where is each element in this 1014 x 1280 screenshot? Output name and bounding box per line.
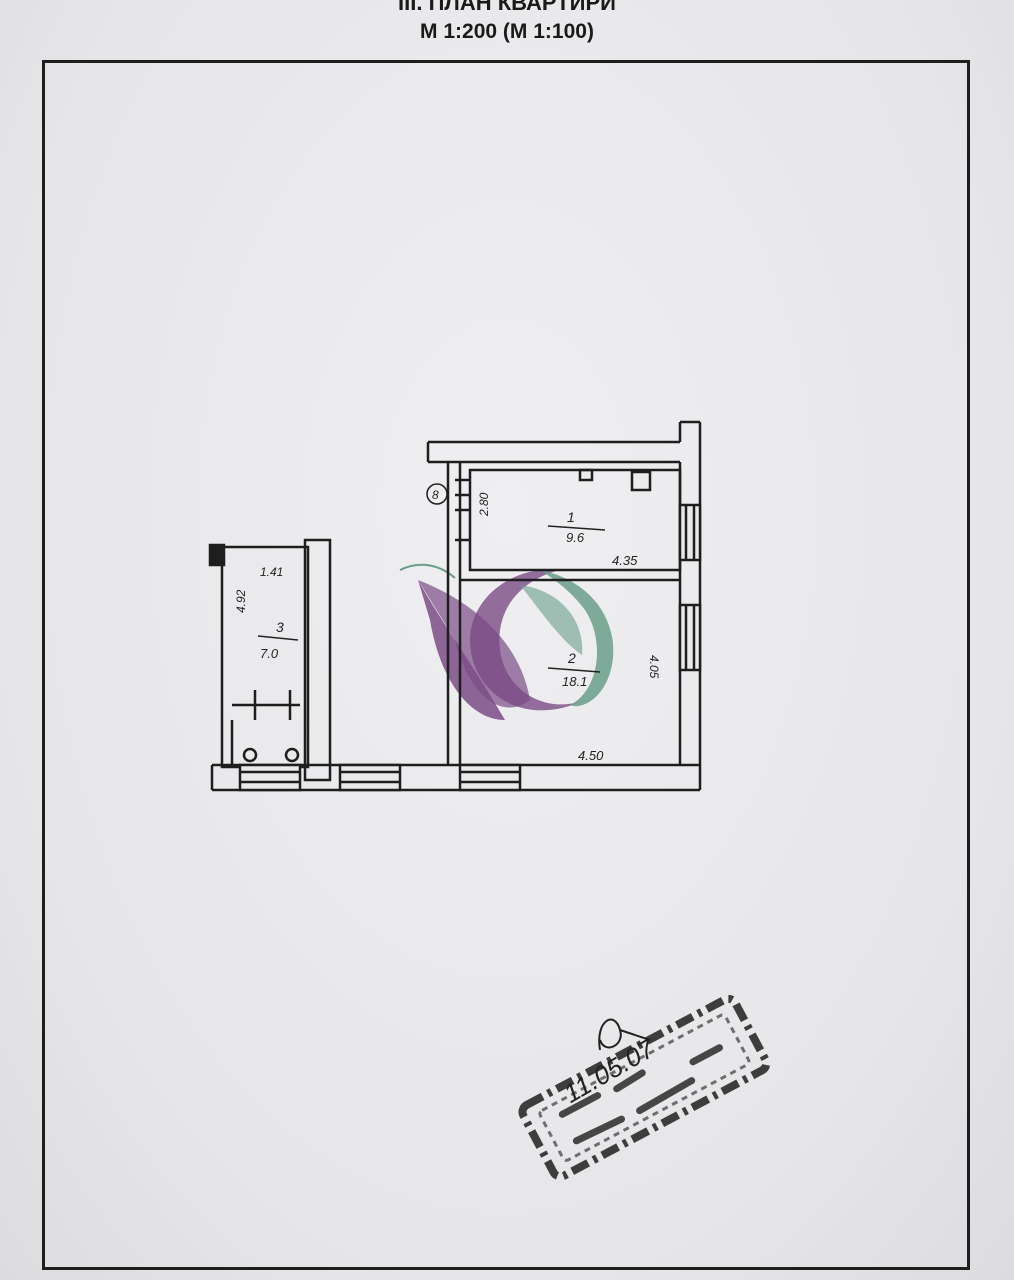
axis-marker-label: 8	[432, 488, 439, 502]
signature-icon	[598, 1018, 651, 1051]
axis-marker-icon	[426, 483, 448, 505]
room-2-depth: 4.05	[647, 655, 661, 679]
room-1-number: 1	[567, 509, 575, 525]
watermark-logo-icon	[399, 563, 614, 720]
room-1-depth: 2.80	[477, 492, 491, 517]
scale-label: М 1:200 (М 1:100)	[420, 20, 594, 43]
room-2-area: 18.1	[562, 674, 587, 689]
walls	[208, 420, 702, 792]
room-2-number: 2	[567, 650, 576, 666]
room-1-width: 4.35	[612, 553, 638, 568]
page-title: III. ПЛАН КВАРТИРИ	[398, 0, 616, 15]
room-3-area: 7.0	[260, 646, 279, 661]
room-1-area: 9.6	[566, 530, 585, 545]
stamp	[518, 994, 771, 1181]
plan-frame	[42, 60, 970, 1270]
stamp-date: 11.05.07	[558, 1032, 660, 1108]
room-3-depth: 4.92	[234, 589, 248, 613]
room-2-width: 4.50	[578, 748, 604, 763]
room-3-number: 3	[276, 619, 284, 635]
room-3-width: 1.41	[260, 565, 283, 579]
